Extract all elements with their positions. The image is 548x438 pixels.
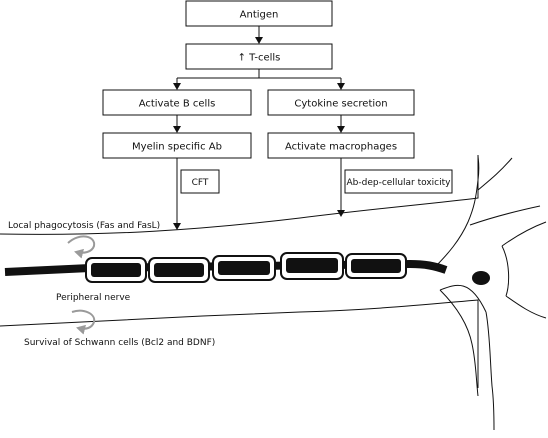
axon bbox=[4, 259, 448, 276]
myelin-specific-ab-label: Myelin specific Ab bbox=[132, 142, 222, 153]
myelin-segment bbox=[212, 255, 276, 281]
antigen-label: Antigen bbox=[240, 10, 279, 21]
tcells-label: ↑ T-cells bbox=[238, 53, 281, 64]
myelin-sheaths bbox=[85, 252, 407, 283]
neuron-soma-edge bbox=[439, 284, 487, 313]
myelin-segment bbox=[280, 252, 344, 280]
activate-b-cells-label: Activate B cells bbox=[139, 99, 216, 110]
local-phagocytosis-curved-arrow bbox=[67, 235, 96, 259]
nerve-upper-outline bbox=[0, 155, 479, 235]
cytokine-secretion-label: Cytokine secretion bbox=[294, 99, 387, 110]
neuron bbox=[433, 154, 547, 431]
schwann-survival-curved-arrow bbox=[71, 309, 96, 335]
myelin-segment bbox=[85, 257, 147, 283]
local-phagocytosis-label: Local phagocytosis (Fas and FasL) bbox=[8, 221, 160, 231]
neuron-soma-right bbox=[501, 245, 510, 297]
cft-label: CFT bbox=[192, 178, 209, 188]
myelin-segment bbox=[148, 257, 210, 283]
neuron-dendrite-upper-right bbox=[469, 205, 541, 226]
myelin-segment bbox=[345, 253, 407, 279]
nerve-lower-outline bbox=[0, 299, 479, 388]
tcells-box: ↑ T-cells bbox=[185, 43, 333, 70]
schwann-survival-label: Survival of Schwann cells (Bcl2 and BDNF… bbox=[24, 338, 215, 348]
ab-dep-toxicity-label: Ab-dep-cellular toxicity bbox=[347, 178, 452, 188]
neuron-dendrite-right bbox=[501, 221, 547, 247]
neuron-dendrite-bottom bbox=[485, 311, 495, 431]
cytokine-secretion-box: Cytokine secretion bbox=[267, 89, 415, 116]
neuron-nucleus bbox=[472, 271, 490, 285]
ab-dep-toxicity-box: Ab-dep-cellular toxicity bbox=[344, 169, 453, 194]
activate-b-cells-box: Activate B cells bbox=[102, 89, 252, 116]
neuron-dendrite-top bbox=[477, 157, 513, 191]
myelin-specific-ab-box: Myelin specific Ab bbox=[102, 132, 252, 159]
split-connector bbox=[173, 69, 345, 90]
activate-macrophages-box: Activate macrophages bbox=[267, 132, 415, 159]
antigen-box: Antigen bbox=[185, 0, 333, 27]
neuron-dendrite-upper bbox=[433, 154, 480, 269]
cft-box: CFT bbox=[180, 169, 220, 194]
activate-macrophages-label: Activate macrophages bbox=[285, 142, 397, 153]
neuron-dendrite-lower-right bbox=[505, 295, 547, 319]
peripheral-nerve-label: Peripheral nerve bbox=[56, 293, 131, 303]
neuron-dendrite-lower bbox=[439, 289, 479, 397]
